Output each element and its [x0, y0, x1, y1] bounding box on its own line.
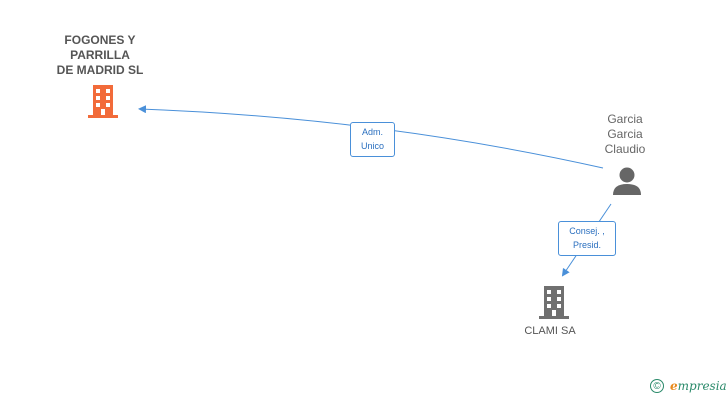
- copyright-icon: ©: [650, 379, 664, 393]
- relation-label-adm[interactable]: Adm. Unico: [350, 122, 395, 157]
- building-icon[interactable]: [86, 83, 120, 119]
- person-icon[interactable]: [611, 166, 643, 196]
- building-icon[interactable]: [537, 284, 571, 320]
- brand-logo-e: e: [670, 379, 678, 393]
- person-name-line-1: Garcia: [607, 112, 643, 126]
- relation-label-consej[interactable]: Consej. , Presid.: [558, 221, 616, 256]
- main-company-name-line-3: DE MADRID SL: [56, 63, 144, 77]
- person-name-line-3: Claudio: [604, 142, 646, 156]
- main-company-name-line-2: PARRILLA: [70, 48, 130, 62]
- brand-logo: empresia: [670, 379, 727, 393]
- relation-adm-line-1: Adm.: [361, 127, 383, 137]
- main-company-name: FOGONES Y PARRILLA DE MADRID SL: [40, 33, 160, 78]
- sub-company-name: CLAMI SA: [524, 325, 576, 337]
- person-name-line-2: Garcia: [607, 127, 643, 141]
- main-company-name-line-1: FOGONES Y: [64, 33, 136, 47]
- brand-logo-rest: mpresia: [677, 379, 727, 393]
- relation-adm-line-2: Unico: [360, 141, 384, 151]
- relation-consej-line-1: Consej. ,: [569, 226, 605, 236]
- relation-consej-line-2: Presid.: [572, 240, 601, 250]
- person-name: Garcia Garcia Claudio: [585, 112, 665, 157]
